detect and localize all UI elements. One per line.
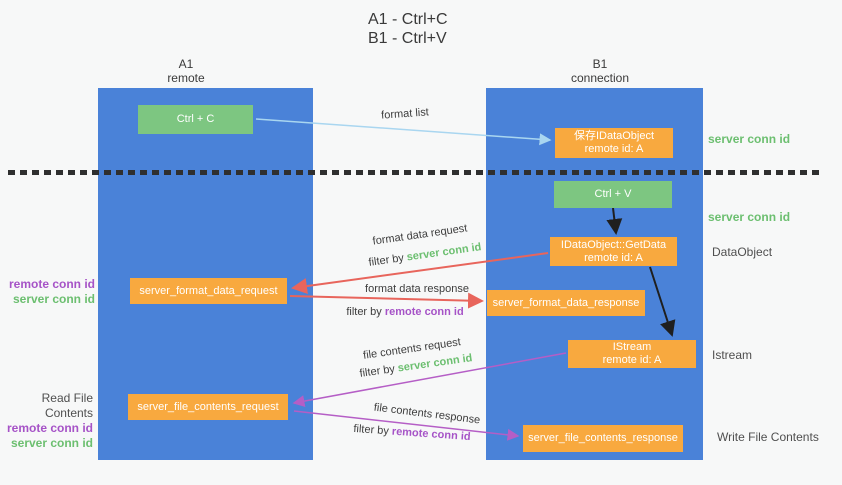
node-istream-title: IStream — [612, 341, 652, 353]
annotation-server-conn-id-file: server conn id — [10, 436, 93, 450]
node-ctrl-v-label: Ctrl + V — [594, 188, 632, 200]
node-idataobject-getdata: IDataObject::GetData remote id: A — [550, 237, 677, 266]
diagram-title: A1 - Ctrl+C B1 - Ctrl+V — [368, 10, 448, 48]
edge-label-format-list: format list — [380, 106, 430, 122]
title-line-2: B1 - Ctrl+V — [368, 30, 447, 47]
b1-header-name: B1 — [592, 57, 608, 71]
node-istream: IStream remote id: A — [568, 340, 696, 368]
b1-header-role: connection — [570, 71, 630, 85]
node-ctrl-v: Ctrl + V — [554, 181, 672, 208]
node-server-file-contents-response: server_file_contents_response — [523, 425, 683, 452]
annotation-dataobject: DataObject — [712, 245, 773, 259]
node-save-idataobject-title: 保存IDataObject — [573, 130, 655, 142]
node-file-response-label: server_file_contents_response — [528, 432, 678, 444]
node-getdata-remote-id: remote id: A — [584, 251, 643, 264]
annotation-file-conn-ids: Read File Contents remote conn id server… — [0, 391, 93, 451]
phase-separator-dotted-line — [8, 170, 824, 175]
node-ctrl-c-label: Ctrl + C — [176, 113, 215, 125]
filter-by-text: filter by — [353, 422, 393, 438]
annotation-remote-conn-id-file: remote conn id — [6, 421, 93, 435]
edge-label-format-data-response: format data response — [365, 283, 469, 295]
node-format-response-label: server_format_data_response — [492, 296, 640, 309]
annotation-server-conn-id-top: server conn id — [708, 132, 791, 146]
annotation-server-conn-id-format: server conn id — [12, 292, 95, 306]
column-header-a1: A1 remote — [126, 57, 246, 85]
node-ctrl-c: Ctrl + C — [138, 105, 253, 134]
annotation-remote-conn-id-format: remote conn id — [8, 277, 95, 291]
annotation-istream: Istream — [712, 348, 753, 362]
filter-by-text: filter by — [367, 251, 408, 269]
edge-label-file-contents-response: file contents response — [373, 401, 481, 427]
node-server-format-data-request: server_format_data_request — [130, 278, 287, 304]
filter-by-text: filter by — [346, 306, 385, 318]
title-line-1: A1 - Ctrl+C — [368, 11, 448, 28]
node-save-idataobject: 保存IDataObject remote id: A — [555, 128, 673, 158]
node-istream-remote-id: remote id: A — [602, 354, 662, 366]
filter-server-conn-id: server conn id — [405, 241, 483, 264]
annotation-write-file-contents: Write File Contents — [717, 430, 819, 444]
node-format-request-label: server_format_data_request — [139, 284, 278, 297]
a1-header-name: A1 — [178, 57, 194, 71]
annotation-server-conn-id-mid: server conn id — [708, 210, 791, 224]
annotation-read-file-contents: Read File Contents — [41, 391, 93, 420]
column-header-b1: B1 connection — [540, 57, 660, 85]
node-getdata-title: IDataObject::GetData — [560, 238, 667, 251]
filter-remote-conn-id: remote conn id — [391, 425, 471, 444]
node-save-idataobject-remote-id: remote id: A — [584, 143, 644, 155]
filter-by-text: filter by — [358, 362, 399, 380]
a1-header-role: remote — [167, 71, 205, 85]
node-file-request-label: server_file_contents_request — [137, 400, 279, 413]
node-server-format-data-response: server_format_data_response — [487, 290, 645, 316]
edge-label-filter-format-response: filter by remote conn id — [325, 306, 485, 318]
node-server-file-contents-request: server_file_contents_request — [128, 394, 288, 420]
annotation-format-conn-ids: remote conn id server conn id — [0, 277, 95, 307]
arrow-format-data-response — [289, 292, 484, 309]
filter-remote-conn-id: remote conn id — [384, 306, 464, 318]
